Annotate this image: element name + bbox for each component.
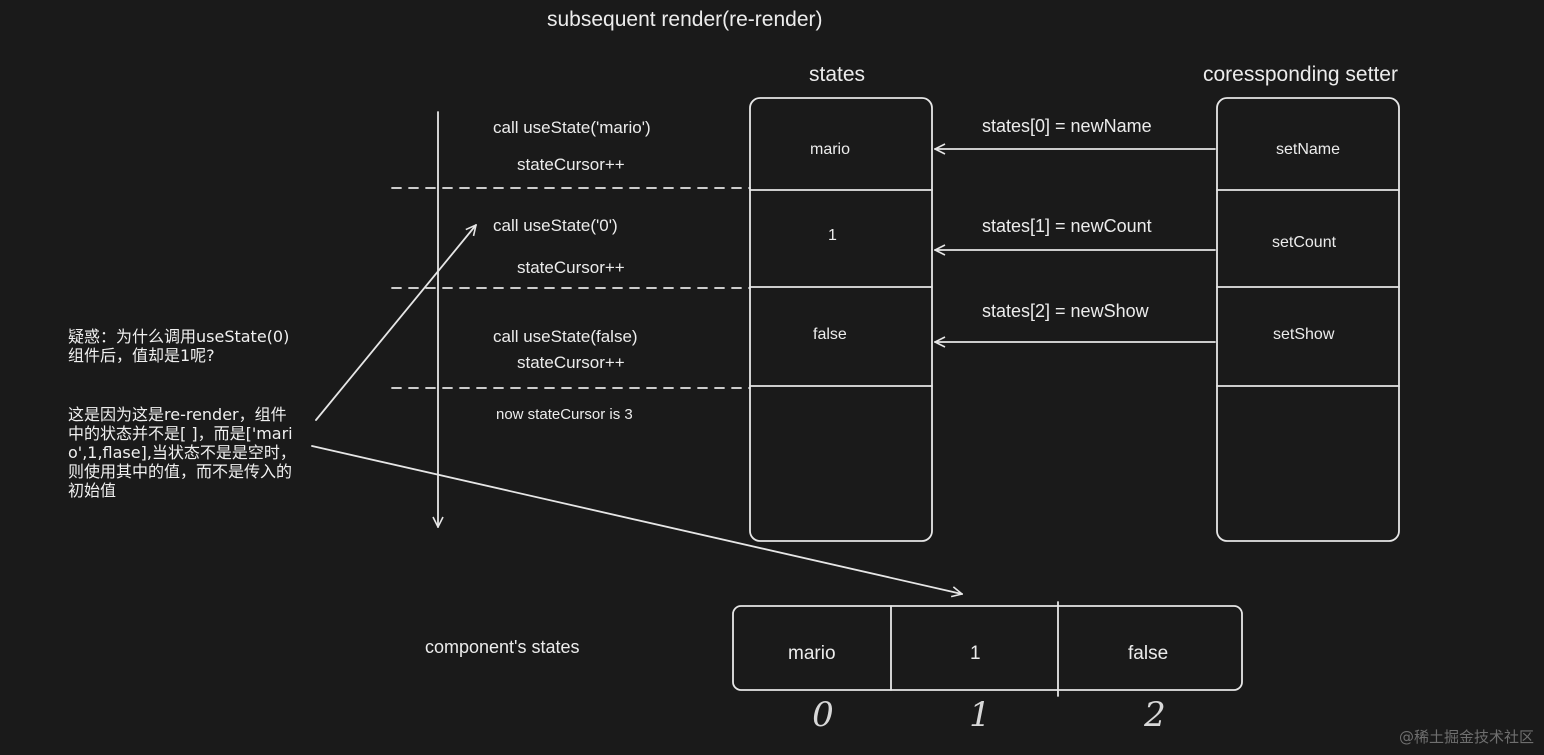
component-states-label: component's states: [425, 637, 580, 657]
cursor-label-1: stateCursor++: [517, 258, 625, 277]
setter-name-2: setShow: [1273, 326, 1335, 343]
cursor-label-2: stateCursor++: [517, 353, 625, 372]
note-question: 疑惑：为什么调用useState(0)组件后，值却是1呢?: [68, 327, 290, 365]
index-label-0: 0: [812, 695, 834, 735]
setter-header: coressponding setter: [1203, 63, 1398, 86]
setter-name-1: setCount: [1272, 234, 1337, 251]
setter-name-0: setName: [1276, 141, 1341, 158]
state-value-1: 1: [828, 227, 837, 244]
diagram-title: subsequent render(re-render): [547, 8, 823, 31]
final-cursor-label: now stateCursor is 3: [496, 406, 633, 423]
note-answer: 这是因为这是re-render，组件中的状态并不是[ ]，而是['mario',…: [68, 405, 296, 500]
states-header: states: [809, 63, 866, 86]
note-arrow-to-call: [315, 225, 476, 421]
assignment-label-0: states[0] = newName: [982, 116, 1152, 136]
states-box: [749, 97, 933, 542]
component-states-box: [732, 605, 1243, 691]
note-arrow-to-component: [311, 445, 962, 594]
assignment-label-1: states[1] = newCount: [982, 216, 1152, 236]
watermark: @稀土掘金技术社区: [1398, 728, 1534, 746]
cursor-label-0: stateCursor++: [517, 155, 625, 174]
component-state-0: mario: [788, 643, 836, 664]
call-label-0: call useState('mario'): [493, 118, 651, 137]
call-label-2: call useState(false): [493, 327, 638, 346]
component-state-2: false: [1128, 643, 1169, 664]
assignment-label-2: states[2] = newShow: [982, 301, 1149, 321]
state-value-2: false: [813, 326, 847, 343]
component-state-1: 1: [970, 643, 981, 664]
state-value-0: mario: [810, 141, 851, 158]
index-label-1: 1: [969, 695, 991, 735]
index-label-2: 2: [1144, 695, 1166, 735]
call-label-1: call useState('0'): [493, 216, 618, 235]
setter-box: [1216, 97, 1400, 542]
